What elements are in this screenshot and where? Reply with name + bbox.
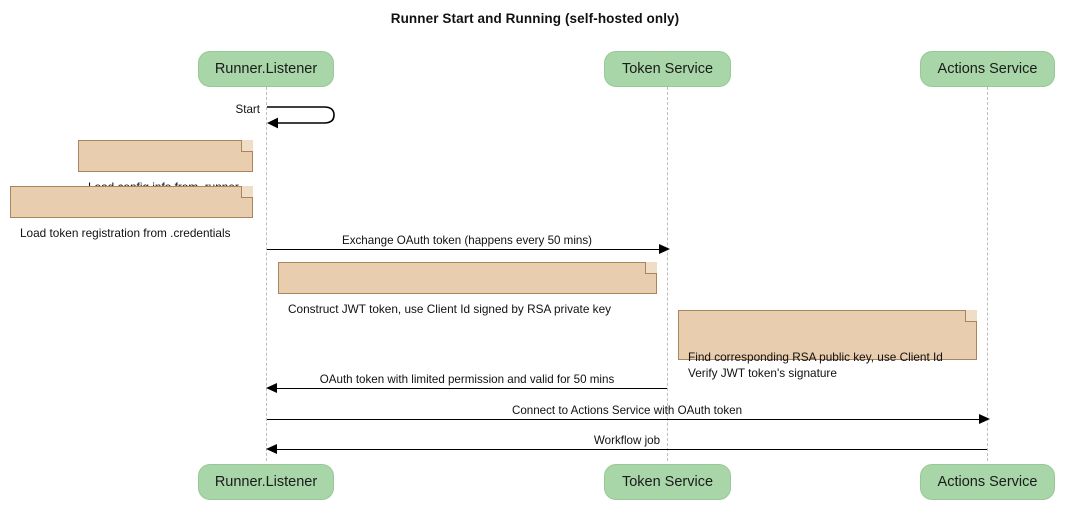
message-oauth-return-label: OAuth token with limited permission and … (319, 373, 615, 386)
message-oauth-return-line[interactable] (274, 388, 667, 389)
participant-actions-bottom-label: Actions Service (937, 474, 1038, 490)
participant-token-bottom[interactable]: Token Service (604, 464, 731, 500)
note-fold-icon (965, 310, 977, 322)
participant-runner-top-label: Runner.Listener (214, 61, 318, 77)
participant-actions-top[interactable]: Actions Service (920, 51, 1055, 87)
message-workflow-job-label: Workflow job (593, 434, 661, 447)
message-start[interactable] (266, 101, 338, 129)
note-construct-jwt-text: Construct JWT token, use Client Id signe… (288, 302, 612, 316)
diagram-title: Runner Start and Running (self-hosted on… (390, 11, 680, 26)
message-start-label: Start (235, 103, 260, 116)
lifeline-actions (987, 87, 988, 461)
participant-runner-bottom[interactable]: Runner.Listener (198, 464, 334, 500)
participant-actions-top-label: Actions Service (937, 61, 1038, 77)
message-connect-actions-arrowhead (979, 414, 990, 424)
participant-token-top[interactable]: Token Service (604, 51, 731, 87)
self-call-path (267, 106, 335, 129)
note-fold-icon (241, 186, 253, 198)
participant-token-top-label: Token Service (621, 61, 714, 77)
note-load-config: Load config info from .runner (78, 140, 253, 194)
lifeline-token (667, 87, 668, 461)
note-verify-jwt-text: Find corresponding RSA public key, use C… (688, 350, 943, 380)
message-workflow-job-arrowhead (266, 444, 277, 454)
note-verify-jwt: Find corresponding RSA public key, use C… (678, 310, 977, 380)
message-connect-actions-line[interactable] (267, 419, 980, 420)
message-exchange-oauth-arrowhead (659, 244, 670, 254)
message-exchange-oauth-label: Exchange OAuth token (happens every 50 m… (341, 234, 593, 247)
participant-token-bottom-label: Token Service (621, 474, 714, 490)
participant-actions-bottom[interactable]: Actions Service (920, 464, 1055, 500)
note-fold-icon (645, 262, 657, 274)
note-load-token-registration-text: Load token registration from .credential… (20, 226, 231, 240)
lifeline-runner (266, 87, 267, 461)
message-connect-actions-label: Connect to Actions Service with OAuth to… (511, 404, 743, 417)
participant-runner-top[interactable]: Runner.Listener (198, 51, 334, 87)
participant-runner-bottom-label: Runner.Listener (214, 474, 318, 490)
message-exchange-oauth-line[interactable] (267, 249, 660, 250)
note-construct-jwt: Construct JWT token, use Client Id signe… (278, 262, 657, 316)
message-oauth-return-arrowhead (266, 383, 277, 393)
note-load-token-registration: Load token registration from .credential… (10, 186, 253, 240)
note-fold-icon (241, 140, 253, 152)
message-workflow-job-line[interactable] (274, 449, 987, 450)
